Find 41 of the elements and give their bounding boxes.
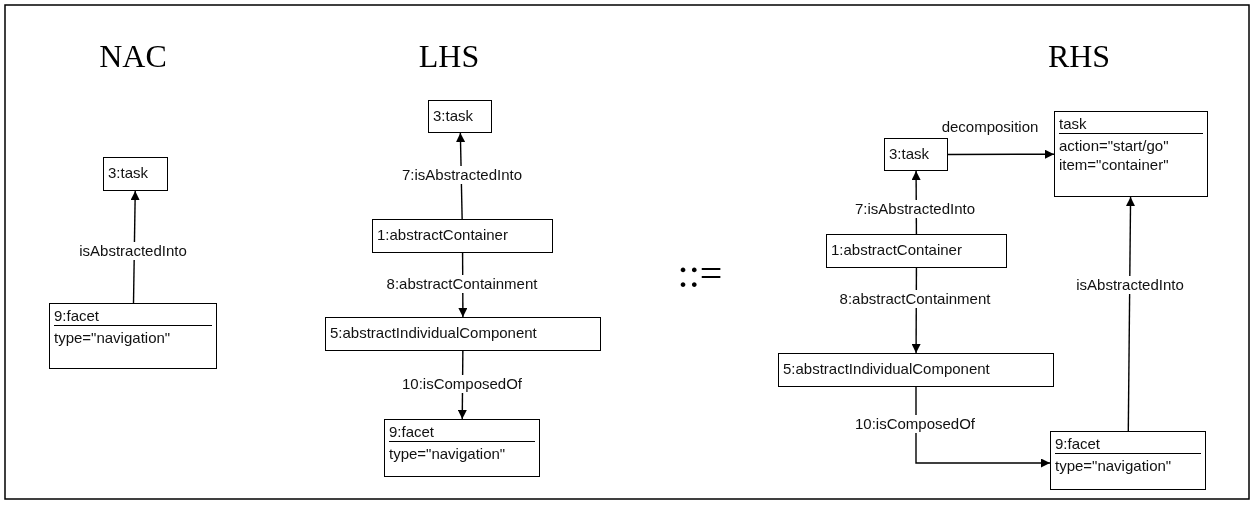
edge-label: isAbstractedInto [1074,276,1186,294]
arrow [915,386,1051,468]
edge-label: 8:abstractContainment [384,275,540,293]
edge-label: 8:abstractContainment [837,290,993,308]
object-box [826,234,1007,268]
object-name: 3:task [108,163,150,182]
arrow [1126,196,1135,432]
object-name: 9:facet [1055,434,1201,454]
rule-operator: ::= [677,250,723,297]
object-box [1054,111,1208,197]
object-box [103,157,168,191]
object-name: 1:abstractContainer [377,225,509,244]
attribute-text: type="navigation" [54,328,172,347]
object-box [428,100,492,133]
arrow [947,149,1055,159]
edge-label: 7:isAbstractedInto [399,166,525,184]
object-box [884,138,948,171]
attribute-text: item="container" [1059,155,1170,174]
attribute-text: type="navigation" [389,444,507,463]
object-name: 5:abstractIndividualComponent [330,323,538,342]
section-title: LHS [418,38,480,75]
object-name: task [1059,114,1203,134]
object-name: 1:abstractContainer [831,240,963,259]
object-box [384,419,540,477]
edge-label: 7:isAbstractedInto [852,200,978,218]
object-box [325,317,601,351]
edge-label: decomposition [939,118,1041,136]
object-box [49,303,217,369]
object-name: 3:task [433,106,475,125]
object-name: 9:facet [389,422,535,442]
attribute-text: type="navigation" [1055,456,1173,475]
section-title: RHS [1047,38,1111,75]
edge-label: isAbstractedInto [77,242,189,260]
object-name: 9:facet [54,306,212,326]
section-title: NAC [99,38,167,75]
object-name: 5:abstractIndividualComponent [783,359,991,378]
object-box [1050,431,1206,490]
object-box [372,219,553,253]
object-box [778,353,1054,387]
attribute-text: action="start/go" [1059,136,1170,155]
object-name: 3:task [889,144,931,163]
